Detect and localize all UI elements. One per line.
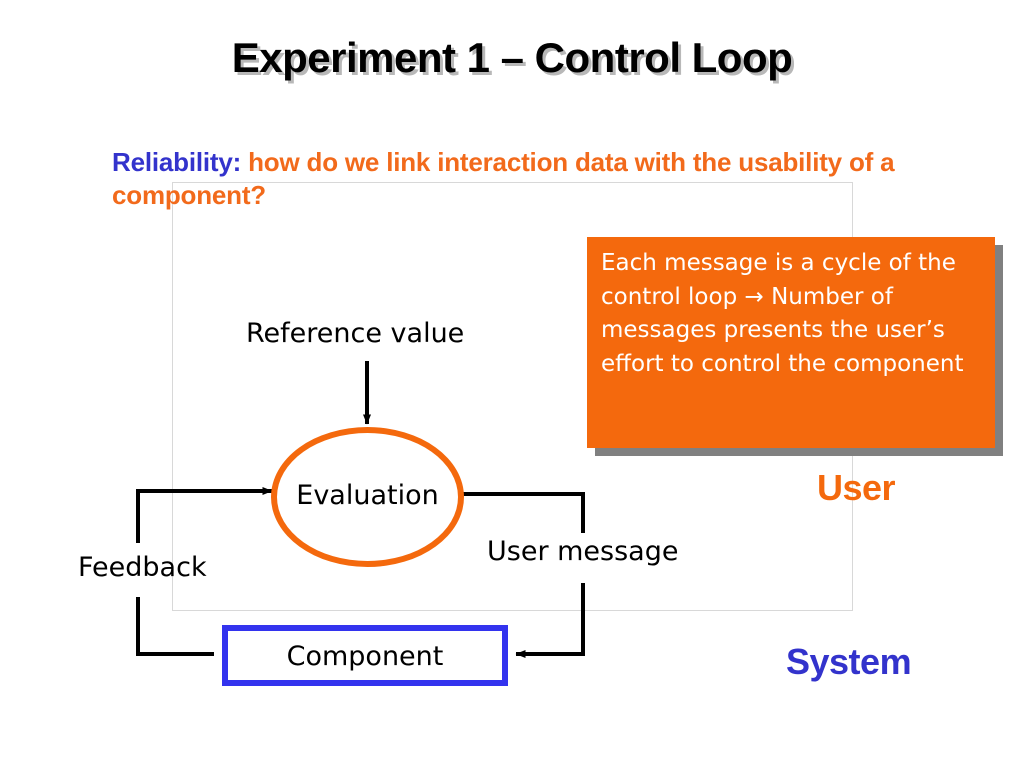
- page-title: Experiment 1 – Control Loop: [231, 34, 793, 81]
- diagram-label-user-message: User message: [487, 536, 679, 567]
- node-evaluation-label: Evaluation: [296, 480, 439, 511]
- callout-box: Each message is a cycle of the control l…: [587, 237, 995, 448]
- callout-text: Each message is a cycle of the control l…: [601, 250, 964, 377]
- zone-label-system: System: [786, 641, 912, 682]
- node-evaluation: Evaluation: [271, 427, 464, 567]
- node-component: Component: [222, 625, 508, 686]
- zone-label-user: User: [817, 467, 896, 508]
- node-component-label: Component: [286, 641, 444, 672]
- diagram-label-reference-value: Reference value: [246, 318, 465, 349]
- reliability-label: Reliability:: [112, 147, 242, 177]
- reliability-question: how do we link interaction data with the…: [112, 147, 895, 210]
- diagram-label-feedback: Feedback: [78, 552, 207, 583]
- reliability-statement: Reliability: how do we link interaction …: [112, 146, 972, 212]
